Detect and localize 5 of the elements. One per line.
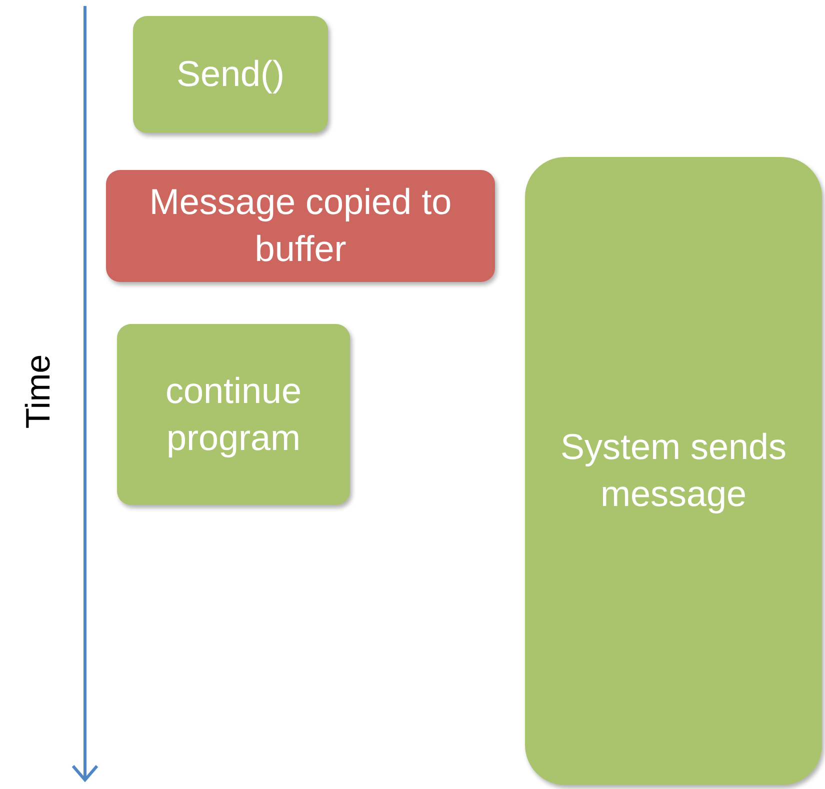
process-box: continue program xyxy=(117,324,350,505)
process-box: System sends message xyxy=(525,157,822,785)
highlighted-step-box: Message copied to buffer xyxy=(106,170,495,282)
axis-label: Time xyxy=(20,354,59,429)
process-box: Send() xyxy=(133,16,328,133)
